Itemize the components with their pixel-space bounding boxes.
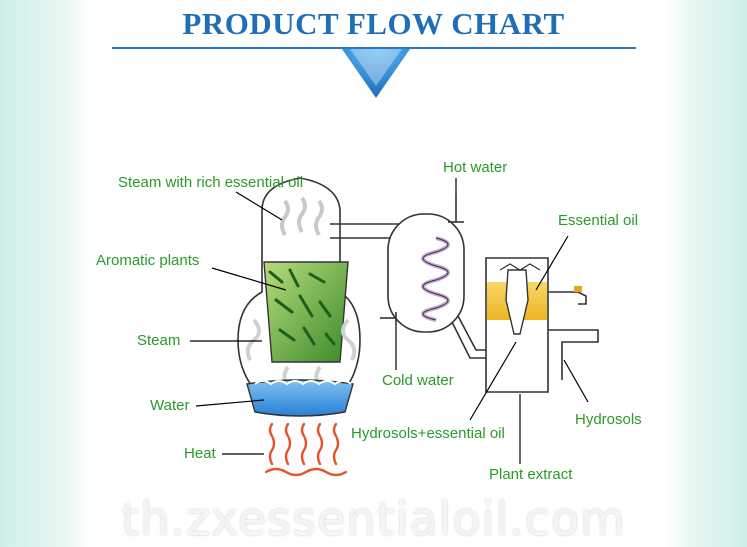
leader-lines bbox=[190, 178, 589, 464]
separator-vessel bbox=[485, 257, 599, 393]
label-steam: Steam bbox=[137, 332, 181, 349]
label-hydrosols: Hydrosols bbox=[575, 411, 642, 428]
label-heat: Heat bbox=[184, 445, 216, 462]
label-steam-with-oil: Steam with rich essential oil bbox=[118, 174, 304, 191]
label-plant-extract: Plant extract bbox=[489, 466, 573, 483]
label-aromatic-plants: Aromatic plants bbox=[96, 252, 200, 269]
still-vessel bbox=[237, 177, 437, 417]
watermark-text: th.zxessentialoil.com bbox=[121, 492, 626, 546]
title-underline bbox=[112, 47, 636, 98]
page-title: PRODUCT FLOW CHART bbox=[182, 6, 565, 41]
right-gradient-panel bbox=[665, 0, 747, 547]
condenser bbox=[380, 196, 490, 359]
label-hot-water: Hot water bbox=[443, 159, 508, 176]
label-hydrosols-essential-oil: Hydrosols+essential oil bbox=[351, 425, 505, 442]
label-cold-water: Cold water bbox=[382, 372, 454, 389]
label-essential-oil: Essential oil bbox=[558, 212, 639, 229]
label-water: Water bbox=[150, 397, 190, 414]
left-gradient-panel bbox=[0, 0, 92, 547]
heat-flames bbox=[264, 422, 348, 477]
